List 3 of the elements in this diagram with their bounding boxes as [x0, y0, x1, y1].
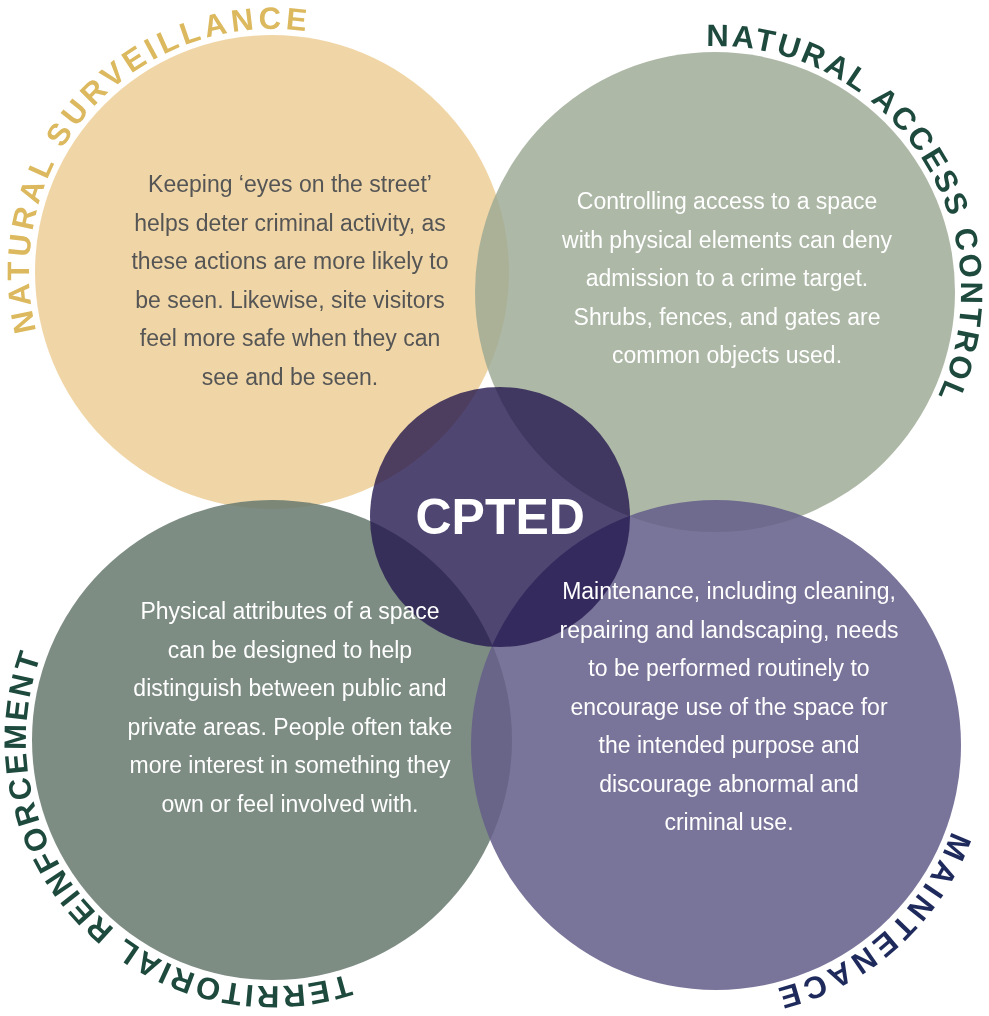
center-label: CPTED [415, 488, 585, 546]
description-text: Keeping ‘eyes on the street’ helps deter criminal activity, as these actions are more likely to be seen. Likewise, site visitors feel more safe when they can see and be seen. [130, 170, 450, 392]
description-text: Maintenance, including cleaning, repairing and landscaping, needs to be performed routinely to encourage use of the space for the intended purpose and discourage abnormal and criminal use. [558, 577, 899, 835]
